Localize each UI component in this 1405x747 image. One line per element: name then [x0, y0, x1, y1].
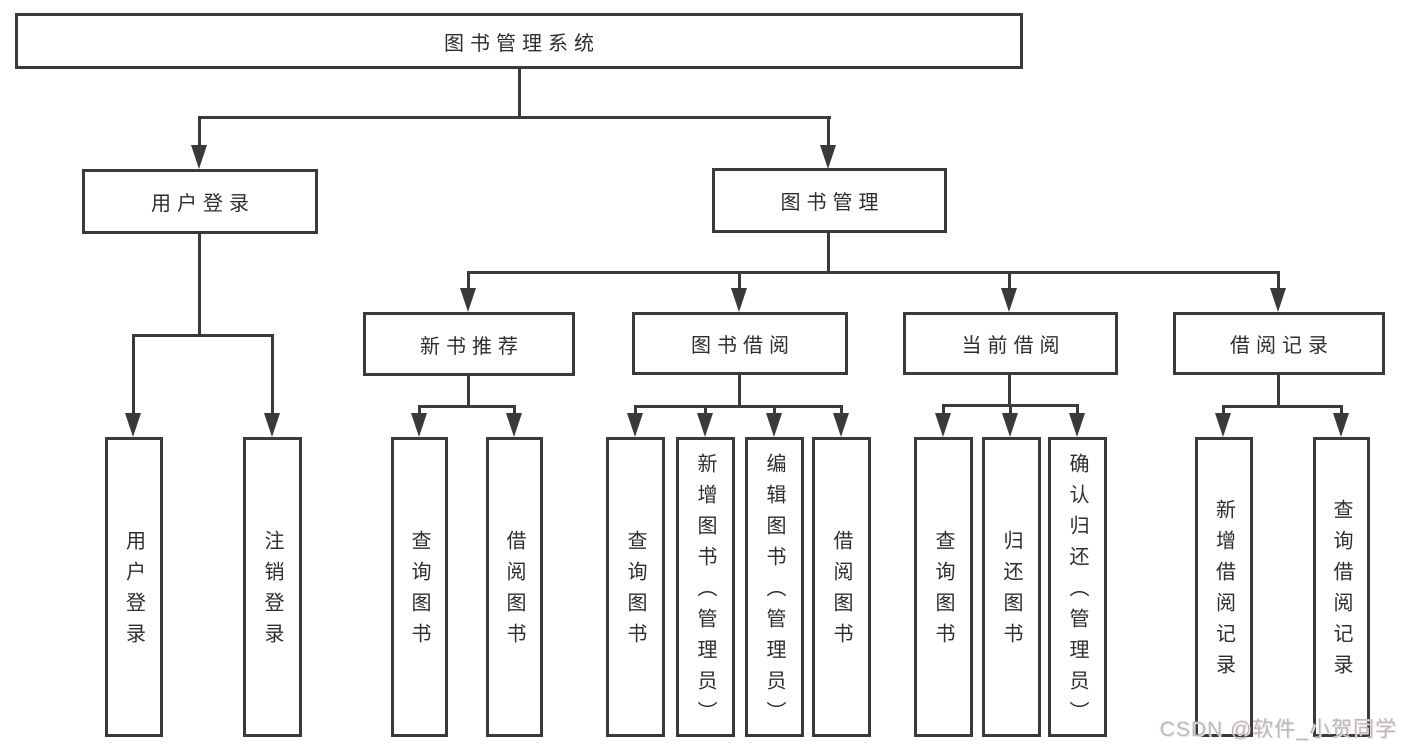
arrow-down-icon — [627, 413, 643, 437]
connector-line — [773, 406, 776, 418]
node-label: 当前借阅 — [961, 335, 1066, 357]
connector-line — [738, 375, 741, 407]
arrow-down-icon — [125, 413, 141, 437]
connector-line — [704, 406, 707, 418]
arrow-down-icon — [460, 288, 476, 312]
node-borrowing-records: 借阅记录 — [1173, 312, 1385, 375]
connector-line — [467, 376, 470, 407]
connector-line — [198, 234, 201, 337]
node-label: 新增借阅记录 — [1212, 499, 1235, 685]
arrow-down-icon — [264, 413, 280, 437]
leaf-return-books: 归还图书 — [982, 437, 1041, 737]
connector-line — [1222, 405, 1343, 408]
arrow-down-icon — [766, 413, 782, 437]
connector-line — [418, 406, 421, 418]
connector-line — [827, 117, 830, 149]
leaf-query-books-3: 查询图书 — [914, 437, 973, 737]
connector-line — [634, 406, 637, 418]
node-label: 图书管理系统 — [444, 32, 600, 55]
node-label: 编辑图书（管理员） — [763, 452, 785, 732]
node-label: 归还图书 — [1000, 530, 1022, 654]
arrow-down-icon — [731, 288, 747, 312]
leaf-add-borrow-record: 新增借阅记录 — [1195, 437, 1253, 737]
node-label: 借阅记录 — [1230, 335, 1334, 357]
connector-line — [1277, 272, 1280, 292]
node-label: 图书借阅 — [691, 335, 795, 357]
node-label: 图书管理 — [780, 192, 885, 214]
node-label: 注销登录 — [261, 530, 283, 654]
node-label: 用户登录 — [151, 193, 255, 215]
node-label: 查询图书 — [624, 530, 646, 654]
leaf-edit-books-admin: 编辑图书（管理员） — [745, 437, 804, 737]
node-new-book-recommend: 新书推荐 — [363, 312, 575, 376]
connector-line — [198, 117, 201, 149]
watermark-text: CSDN @软件_小贺同学 — [1159, 718, 1397, 741]
arrow-down-icon — [820, 145, 836, 169]
leaf-borrow-books-1: 借阅图书 — [486, 437, 543, 737]
connector-line — [518, 69, 521, 118]
connector-line — [942, 405, 945, 418]
connector-line — [1222, 406, 1225, 418]
connector-line — [1076, 405, 1079, 418]
connector-line — [738, 272, 741, 292]
node-label: 查询图书 — [408, 530, 430, 654]
node-label: 确认归还（管理员） — [1066, 452, 1088, 732]
arrow-down-icon — [411, 413, 427, 437]
node-label: 用户登录 — [122, 530, 145, 654]
node-label: 借阅图书 — [503, 530, 525, 654]
arrow-down-icon — [697, 413, 713, 437]
connector-line — [1009, 405, 1012, 418]
connector-line — [418, 405, 516, 408]
arrow-down-icon — [506, 413, 522, 437]
leaf-query-books-2: 查询图书 — [606, 437, 665, 737]
leaf-confirm-return-admin: 确认归还（管理员） — [1048, 437, 1107, 737]
arrow-down-icon — [1215, 413, 1231, 437]
connector-line — [1340, 406, 1343, 418]
node-current-borrowing: 当前借阅 — [903, 312, 1118, 375]
arrow-down-icon — [1270, 288, 1286, 312]
arrow-down-icon — [833, 413, 849, 437]
leaf-query-books-1: 查询图书 — [391, 437, 448, 737]
arrow-down-icon — [1001, 288, 1017, 312]
arrow-down-icon — [1333, 413, 1349, 437]
connector-line — [634, 405, 843, 408]
node-label: 查询图书 — [932, 530, 954, 654]
connector-line — [1008, 375, 1011, 406]
node-label: 借阅图书 — [830, 530, 852, 654]
node-label: 查询借阅记录 — [1330, 499, 1352, 685]
connector-line — [1277, 375, 1280, 407]
leaf-logout: 注销登录 — [243, 437, 302, 737]
leaf-user-login: 用户登录 — [105, 437, 163, 737]
node-book-management: 图书管理 — [712, 168, 947, 233]
connector-line — [132, 334, 274, 337]
node-library-system: 图书管理系统 — [15, 13, 1023, 69]
arrow-down-icon — [935, 413, 951, 437]
connector-line — [132, 335, 135, 417]
arrow-down-icon — [191, 145, 207, 169]
node-user-login: 用户登录 — [82, 169, 318, 234]
connector-line — [467, 272, 470, 292]
connector-line — [840, 406, 843, 418]
leaf-query-borrow-record: 查询借阅记录 — [1313, 437, 1370, 737]
node-book-borrowing: 图书借阅 — [632, 312, 848, 375]
connector-line — [1008, 272, 1011, 292]
arrow-down-icon — [1069, 413, 1085, 437]
connector-line — [271, 335, 274, 417]
leaf-add-books-admin: 新增图书（管理员） — [676, 437, 735, 737]
connector-line — [513, 406, 516, 418]
connector-line — [827, 233, 830, 274]
node-label: 新增图书（管理员） — [694, 452, 716, 732]
node-label: 新书推荐 — [420, 335, 524, 358]
leaf-borrow-books-2: 借阅图书 — [812, 437, 871, 737]
connector-line — [467, 271, 1280, 274]
arrow-down-icon — [1002, 413, 1018, 437]
connector-line — [198, 116, 831, 119]
